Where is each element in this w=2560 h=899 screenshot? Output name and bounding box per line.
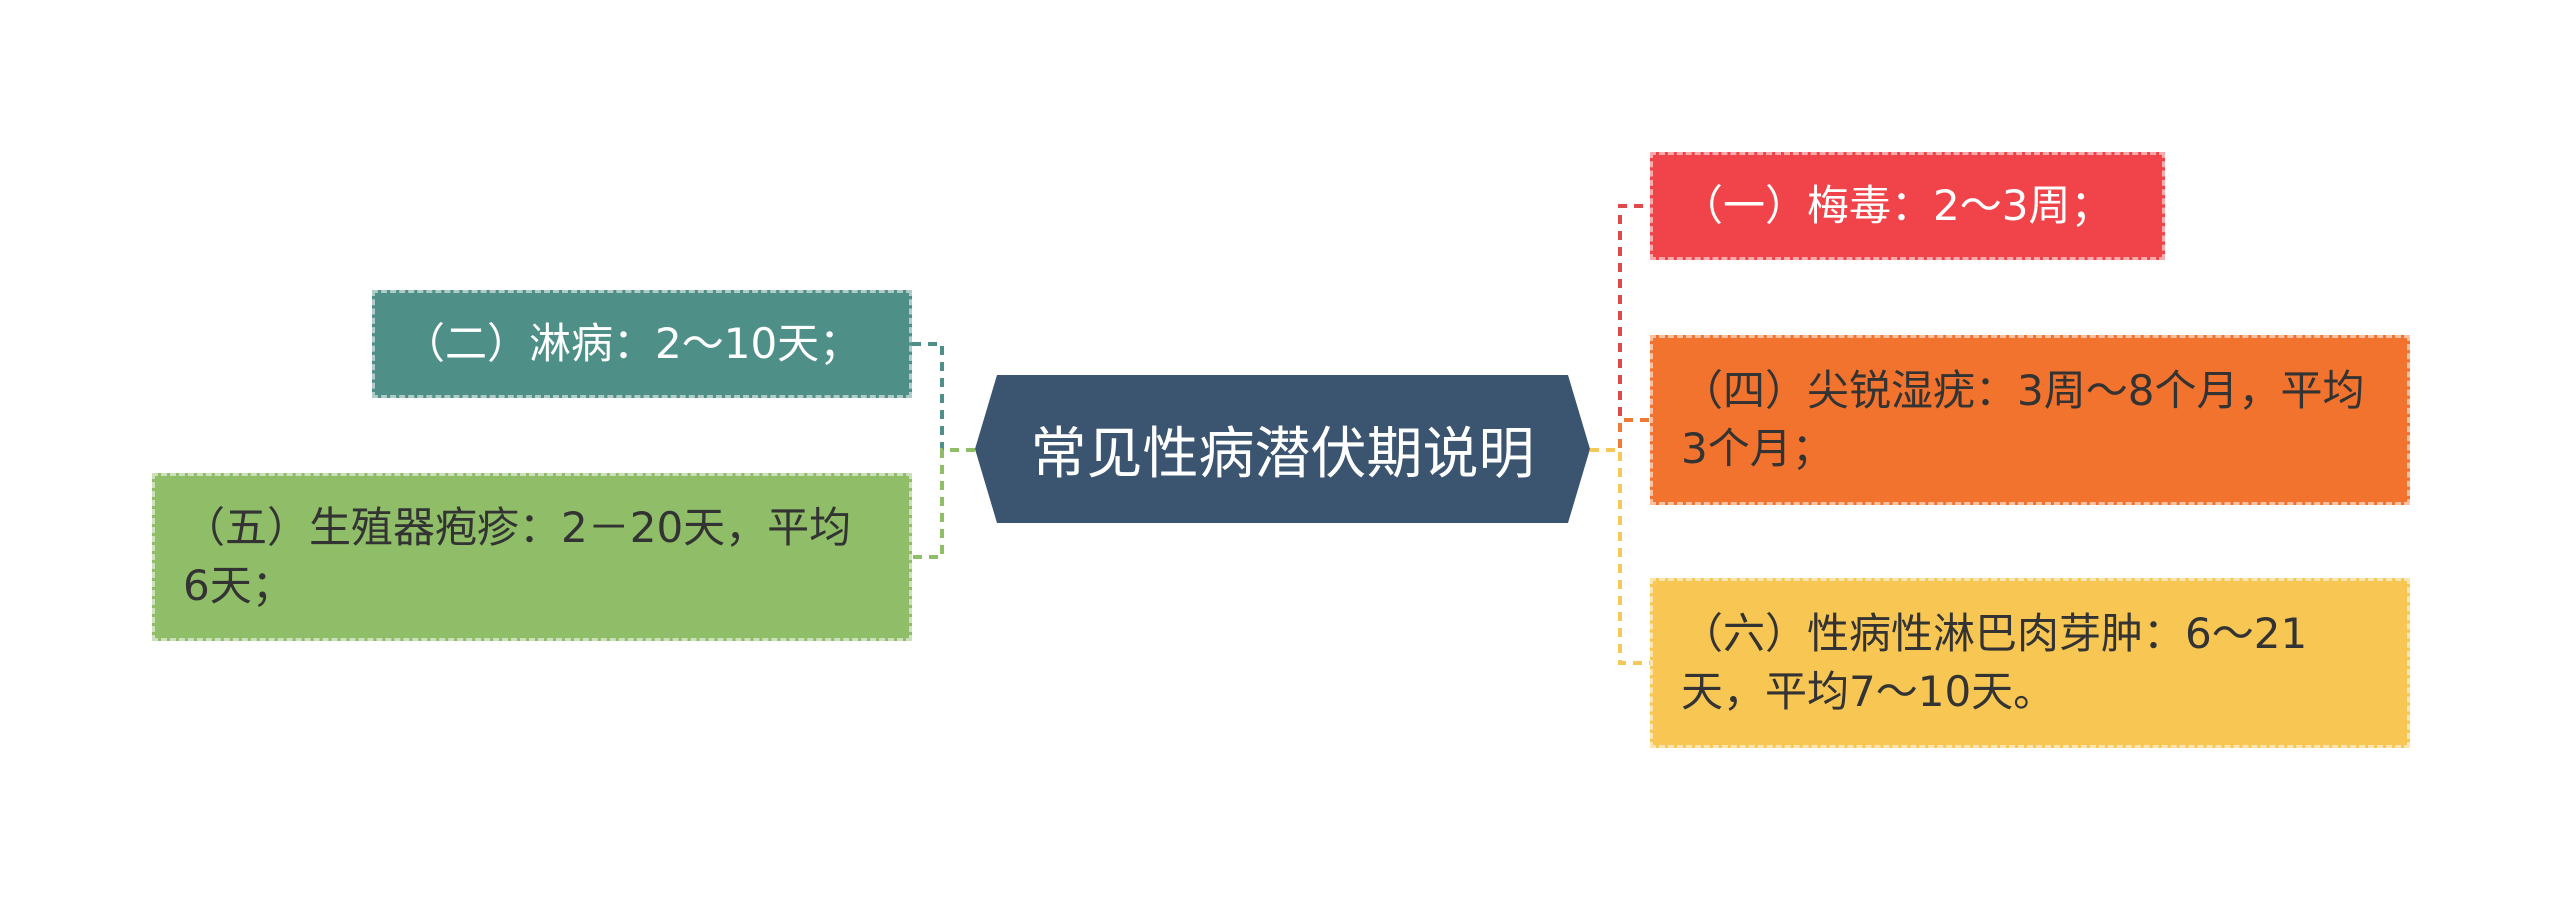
- topic-lgv-label: （六）性病性淋巴肉芽肿：6～21天，平均7～10天。: [1681, 609, 2308, 716]
- connector-gonorrhea: [912, 342, 975, 452]
- topic-condyloma[interactable]: （四）尖锐湿疣：3周～8个月，平均3个月；: [1650, 335, 2410, 505]
- connector-herpes: [912, 448, 975, 559]
- central-topic-label: 常见性病潜伏期说明: [1030, 421, 1535, 487]
- central-topic-shape: [975, 375, 1590, 523]
- topic-syphilis[interactable]: （一）梅毒：2～3周；: [1650, 152, 2165, 260]
- topic-lgv[interactable]: （六）性病性淋巴肉芽肿：6～21天，平均7～10天。: [1650, 578, 2410, 748]
- topic-herpes-label: （五）生殖器疱疹：2－20天，平均6天；: [183, 503, 852, 610]
- central-topic[interactable]: 常见性病潜伏期说明: [975, 375, 1590, 523]
- topic-gonorrhea-label: （二）淋病：2～10天；: [403, 319, 862, 368]
- connector-syphilis: [1590, 204, 1650, 452]
- topic-gonorrhea[interactable]: （二）淋病：2～10天；: [372, 290, 912, 398]
- connector-condyloma: [1590, 418, 1650, 452]
- connector-lgv: [1590, 448, 1650, 665]
- topic-herpes[interactable]: （五）生殖器疱疹：2－20天，平均6天；: [152, 473, 912, 641]
- topic-syphilis-label: （一）梅毒：2～3周；: [1681, 181, 2113, 230]
- topic-condyloma-label: （四）尖锐湿疣：3周～8个月，平均3个月；: [1681, 366, 2365, 473]
